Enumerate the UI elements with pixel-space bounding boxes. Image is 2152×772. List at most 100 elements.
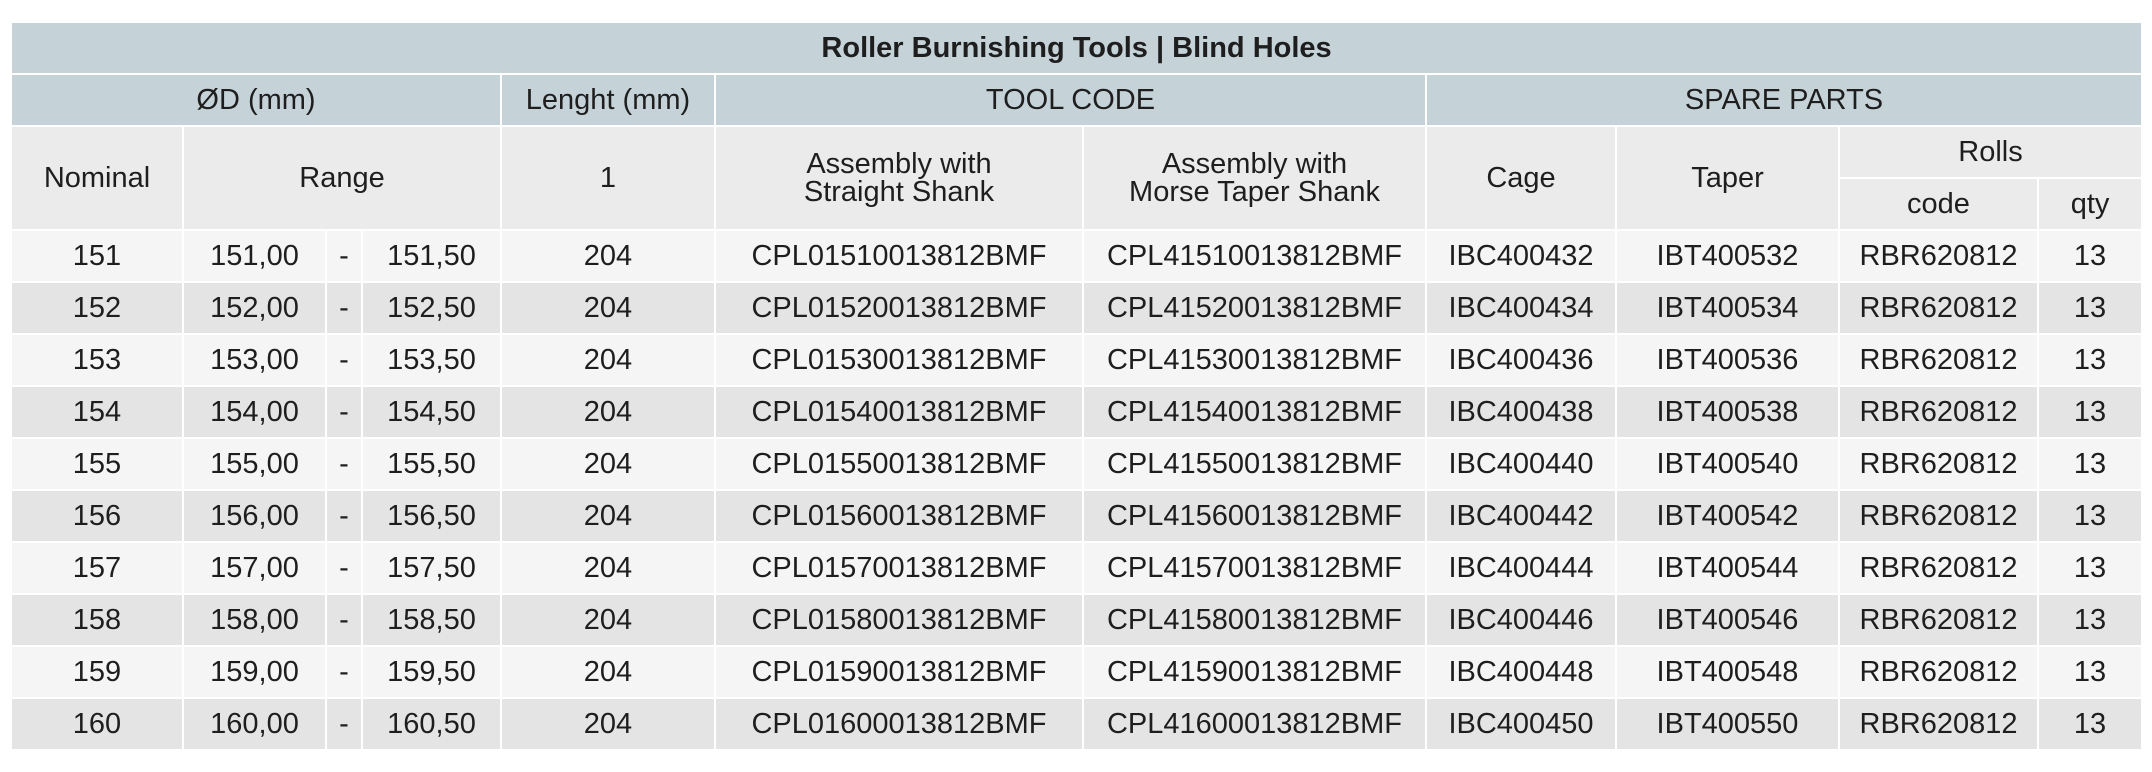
cage-cell: IBC400438	[1425, 385, 1617, 439]
rolls-qty-cell: 13	[2036, 541, 2144, 595]
range-max-cell: 151,50	[361, 229, 502, 283]
range-min-cell: 151,00	[182, 229, 327, 283]
spare-parts-group-header: SPARE PARTS	[1424, 73, 2144, 127]
range-min-cell: 153,00	[182, 333, 327, 387]
range-max-cell: 154,50	[361, 385, 502, 439]
straight-shank-header-line2: Straight Shank	[803, 176, 995, 208]
rolls-qty-cell: 13	[2036, 333, 2144, 387]
cage-cell: IBC400442	[1425, 489, 1617, 543]
cage-cell: IBC400440	[1425, 437, 1617, 491]
table-row: 152 152,00 - 152,50 204 CPL01520013812BM…	[10, 281, 2144, 335]
rolls-qty-cell: 13	[2036, 645, 2144, 699]
taper-cell: IBT400536	[1615, 333, 1840, 387]
morse-taper-code-cell: CPL41540013812BMF	[1082, 385, 1427, 439]
taper-cell: IBT400546	[1615, 593, 1840, 647]
rolls-qty-cell: 13	[2036, 437, 2144, 491]
morse-taper-code-cell: CPL41580013812BMF	[1082, 593, 1427, 647]
morse-taper-code-cell: CPL41520013812BMF	[1082, 281, 1427, 335]
taper-cell: IBT400534	[1615, 281, 1840, 335]
rolls-qty-cell: 13	[2036, 593, 2144, 647]
rolls-qty-cell: 13	[2036, 229, 2144, 283]
length-cell: 204	[500, 541, 716, 595]
range-separator: -	[325, 645, 363, 699]
cage-cell: IBC400444	[1425, 541, 1617, 595]
range-separator: -	[325, 697, 363, 751]
range-max-cell: 157,50	[361, 541, 502, 595]
length-group-header: Lenght (mm)	[500, 73, 716, 127]
straight-shank-header-line1: Assembly with	[806, 148, 992, 180]
length-1-header: 1	[500, 125, 716, 231]
cage-cell: IBC400448	[1425, 645, 1617, 699]
straight-shank-code-cell: CPL01590013812BMF	[714, 645, 1084, 699]
range-min-cell: 152,00	[182, 281, 327, 335]
taper-header: Taper	[1615, 125, 1840, 231]
range-min-cell: 160,00	[182, 697, 327, 751]
nominal-cell: 159	[10, 645, 184, 699]
range-max-cell: 156,50	[361, 489, 502, 543]
nominal-cell: 153	[10, 333, 184, 387]
morse-taper-code-cell: CPL41560013812BMF	[1082, 489, 1427, 543]
range-min-cell: 154,00	[182, 385, 327, 439]
range-separator: -	[325, 593, 363, 647]
rolls-code-cell: RBR620812	[1838, 697, 2039, 751]
range-max-cell: 155,50	[361, 437, 502, 491]
table-row: 157 157,00 - 157,50 204 CPL01570013812BM…	[10, 541, 2144, 595]
range-separator: -	[325, 541, 363, 595]
straight-shank-code-cell: CPL01600013812BMF	[714, 697, 1084, 751]
straight-shank-code-cell: CPL01540013812BMF	[714, 385, 1084, 439]
range-min-cell: 157,00	[182, 541, 327, 595]
taper-cell: IBT400550	[1615, 697, 1840, 751]
range-separator: -	[325, 437, 363, 491]
taper-cell: IBT400540	[1615, 437, 1840, 491]
table-row: 153 153,00 - 153,50 204 CPL01530013812BM…	[10, 333, 2144, 387]
rolls-qty-cell: 13	[2036, 281, 2144, 335]
nominal-cell: 156	[10, 489, 184, 543]
rolls-code-header: code	[1838, 177, 2039, 231]
straight-shank-code-cell: CPL01570013812BMF	[714, 541, 1084, 595]
rolls-qty-cell: 13	[2036, 489, 2144, 543]
cage-header: Cage	[1425, 125, 1617, 231]
table-row: 155 155,00 - 155,50 204 CPL01550013812BM…	[10, 437, 2144, 491]
morse-taper-code-cell: CPL41530013812BMF	[1082, 333, 1427, 387]
range-max-cell: 159,50	[361, 645, 502, 699]
range-separator: -	[325, 229, 363, 283]
table-row: 160 160,00 - 160,50 204 CPL01600013812BM…	[10, 697, 2144, 751]
rolls-code-cell: RBR620812	[1838, 385, 2039, 439]
straight-shank-code-cell: CPL01520013812BMF	[714, 281, 1084, 335]
straight-shank-code-cell: CPL01580013812BMF	[714, 593, 1084, 647]
rolls-code-cell: RBR620812	[1838, 489, 2039, 543]
straight-shank-header: Assembly with Straight Shank	[714, 125, 1084, 231]
range-min-cell: 159,00	[182, 645, 327, 699]
cage-cell: IBC400434	[1425, 281, 1617, 335]
range-max-cell: 160,50	[361, 697, 502, 751]
range-min-cell: 156,00	[182, 489, 327, 543]
rolls-qty-cell: 13	[2036, 697, 2144, 751]
cage-cell: IBC400450	[1425, 697, 1617, 751]
cage-cell: IBC400436	[1425, 333, 1617, 387]
range-separator: -	[325, 385, 363, 439]
morse-taper-header: Assembly with Morse Taper Shank	[1082, 125, 1427, 231]
range-max-cell: 153,50	[361, 333, 502, 387]
nominal-cell: 155	[10, 437, 184, 491]
table-title: Roller Burnishing Tools | Blind Holes	[9, 21, 2144, 75]
table-row: 158 158,00 - 158,50 204 CPL01580013812BM…	[10, 593, 2144, 647]
length-cell: 204	[500, 229, 716, 283]
nominal-cell: 152	[10, 281, 184, 335]
table-row: 151 151,00 - 151,50 204 CPL01510013812BM…	[10, 229, 2144, 283]
table-row: 159 159,00 - 159,50 204 CPL01590013812BM…	[10, 645, 2144, 699]
range-separator: -	[325, 333, 363, 387]
morse-taper-header-line2: Morse Taper Shank	[1129, 176, 1380, 208]
burnishing-tools-table: Roller Burnishing Tools | Blind Holes ØD…	[9, 21, 2144, 751]
morse-taper-code-cell: CPL41600013812BMF	[1082, 697, 1427, 751]
taper-cell: IBT400548	[1615, 645, 1840, 699]
rolls-code-cell: RBR620812	[1838, 281, 2039, 335]
nominal-cell: 154	[10, 385, 184, 439]
length-cell: 204	[500, 697, 716, 751]
rolls-header: Rolls	[1837, 125, 2144, 179]
table-row: 156 156,00 - 156,50 204 CPL01560013812BM…	[10, 489, 2144, 543]
nominal-cell: 151	[10, 229, 184, 283]
morse-taper-code-cell: CPL41510013812BMF	[1082, 229, 1427, 283]
rolls-code-cell: RBR620812	[1838, 593, 2039, 647]
range-max-cell: 158,50	[361, 593, 502, 647]
tool-code-group-header: TOOL CODE	[714, 73, 1427, 127]
